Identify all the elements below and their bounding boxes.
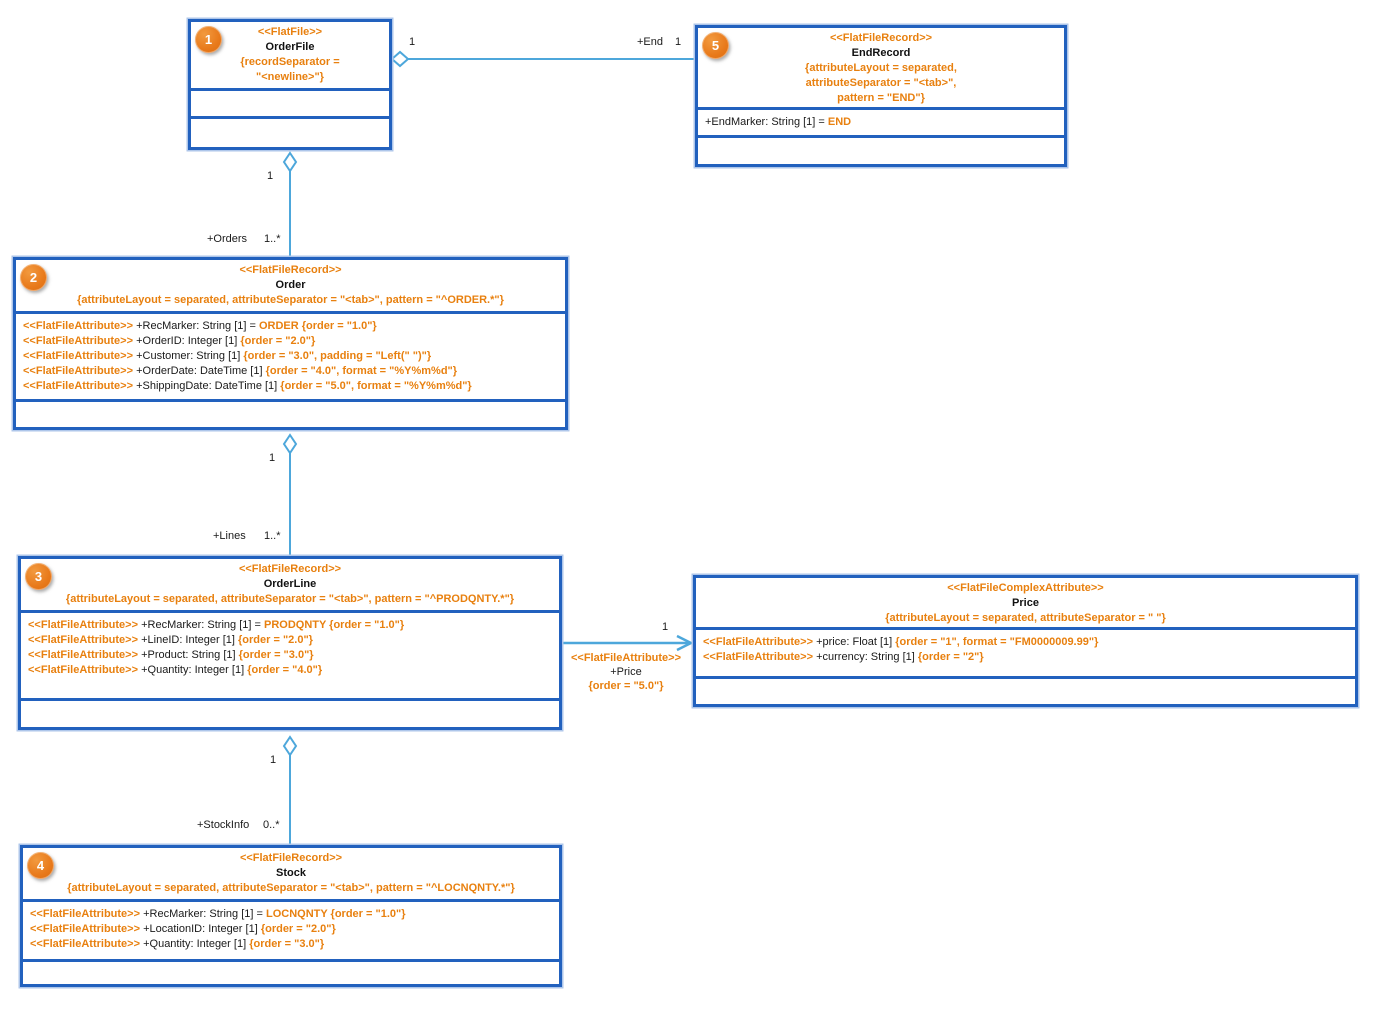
orderline-price-label-block: <<FlatFileAttribute>> +Price {order = "5… xyxy=(560,651,692,693)
class-price[interactable]: <<FlatFileComplexAttribute>>Price{attrib… xyxy=(693,575,1358,707)
orderline-stock-role: +StockInfo xyxy=(197,819,250,831)
connector-orderfile-endrecord[interactable] xyxy=(390,50,695,68)
class-order[interactable]: 2 <<FlatFileRecord>>Order{attributeLayou… xyxy=(13,257,568,430)
file-end-role: +End xyxy=(637,36,663,48)
orderfile-attributes-empty xyxy=(191,88,389,116)
file-orders-target-multiplicity: 1..* xyxy=(264,233,281,245)
class-orderfile[interactable]: 1 <<FlatFile>>OrderFile{recordSeparator … xyxy=(188,19,392,150)
marker-badge-4: 4 xyxy=(27,852,54,879)
connector-orderline-price[interactable] xyxy=(563,634,694,652)
order-attributes: <<FlatFileAttribute>> +RecMarker: String… xyxy=(16,311,565,399)
marker-badge-3: 3 xyxy=(25,563,52,590)
class-endrecord[interactable]: 5 <<FlatFileRecord>>EndRecord{attributeL… xyxy=(695,25,1067,167)
endrecord-operations-empty xyxy=(698,135,1064,164)
file-orders-source-multiplicity: 1 xyxy=(267,170,274,182)
orderfile-header: <<FlatFile>>OrderFile{recordSeparator ="… xyxy=(240,26,340,83)
connector-orderline-stock[interactable] xyxy=(282,735,298,845)
orderfile-operations-empty xyxy=(191,116,389,147)
marker-badge-1: 1 xyxy=(195,26,222,53)
connector-order-orderline[interactable] xyxy=(282,433,298,556)
price-header: <<FlatFileComplexAttribute>>Price{attrib… xyxy=(885,582,1166,624)
aggregation-diamond-icon xyxy=(282,433,298,455)
order-lines-role: +Lines xyxy=(213,530,246,542)
class-orderline[interactable]: 3 <<FlatFileRecord>>OrderLine{attributeL… xyxy=(18,556,562,730)
arrowhead-icon xyxy=(676,634,694,652)
connector-orderfile-order[interactable] xyxy=(282,151,298,257)
order-header: <<FlatFileRecord>>Order{attributeLayout … xyxy=(77,264,504,306)
stock-header: <<FlatFileRecord>>Stock{attributeLayout … xyxy=(67,852,515,894)
price-operations-empty xyxy=(696,676,1355,704)
orderline-stock-target-multiplicity: 0..* xyxy=(263,819,280,831)
orderline-header: <<FlatFileRecord>>OrderLine{attributeLay… xyxy=(65,563,515,605)
marker-badge-5: 5 xyxy=(702,32,729,59)
aggregation-diamond-icon xyxy=(390,50,410,68)
order-lines-source-multiplicity: 1 xyxy=(269,452,276,464)
orderline-attributes: <<FlatFileAttribute>> +RecMarker: String… xyxy=(21,610,559,698)
price-attributes: <<FlatFileAttribute>> +price: Float [1] … xyxy=(696,627,1355,676)
marker-badge-2: 2 xyxy=(20,264,47,291)
aggregation-diamond-icon xyxy=(282,735,298,757)
stock-operations-empty xyxy=(23,959,559,984)
file-end-source-multiplicity: 1 xyxy=(409,36,416,48)
orderline-operations-empty xyxy=(21,698,559,727)
order-lines-target-multiplicity: 1..* xyxy=(264,530,281,542)
order-operations-empty xyxy=(16,399,565,427)
stock-attributes: <<FlatFileAttribute>> +RecMarker: String… xyxy=(23,899,559,959)
orderline-price-stereotype: <<FlatFileAttribute>> xyxy=(570,652,682,664)
endrecord-header: <<FlatFileRecord>>EndRecord{attributeLay… xyxy=(805,32,957,104)
aggregation-diamond-icon xyxy=(282,151,298,173)
orderline-price-target-multiplicity: 1 xyxy=(662,621,669,633)
orderline-stock-source-multiplicity: 1 xyxy=(270,754,277,766)
orderline-price-constraint: {order = "5.0"} xyxy=(588,680,664,692)
endrecord-attributes: +EndMarker: String [1] = END xyxy=(698,107,1064,135)
file-orders-role: +Orders xyxy=(207,233,248,245)
class-stock[interactable]: 4 <<FlatFileRecord>>Stock{attributeLayou… xyxy=(20,845,562,987)
orderline-price-role: +Price xyxy=(610,666,642,678)
file-end-target-multiplicity: 1 xyxy=(675,36,682,48)
